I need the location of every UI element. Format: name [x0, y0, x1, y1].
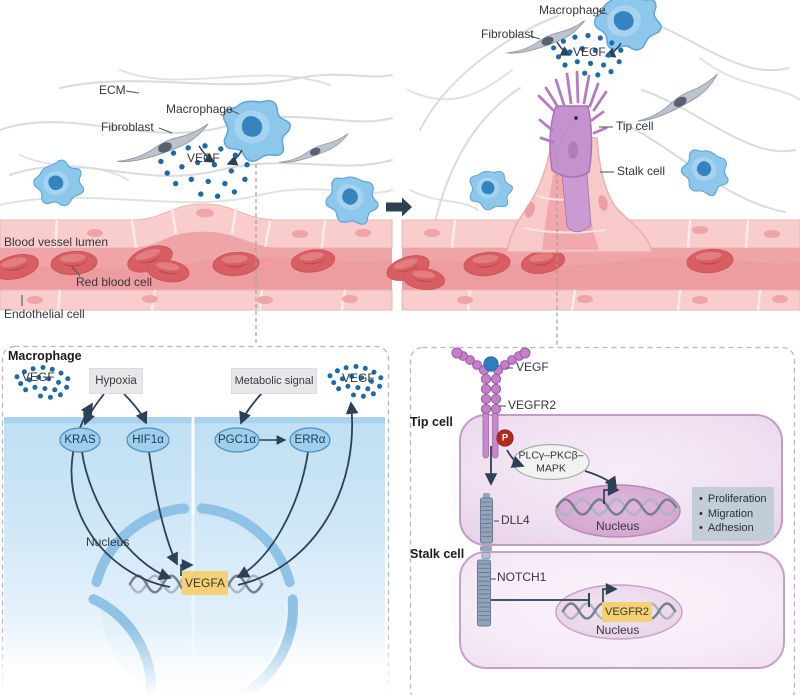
label-leader-lines — [21, 10, 614, 580]
tf-ellipses — [59, 427, 331, 453]
blood-vessel-left — [0, 203, 393, 311]
hif1a-node — [126, 427, 170, 453]
phospho-label: P — [501, 432, 509, 444]
blood-vessel-right — [383, 70, 800, 311]
metabolic-signal-box: Metabolic signal — [231, 368, 317, 394]
fibroblast-label-right: Fibroblast — [481, 27, 534, 41]
tip-cell-header: Tip cell — [410, 415, 453, 429]
vegf-dots-bottom-left — [14, 365, 71, 400]
vegf-dots-left-panel — [158, 143, 250, 199]
outcome-proliferation: •Proliferation — [699, 493, 767, 505]
vegf-label-left: VEGF — [187, 151, 220, 165]
tip-cell-body — [549, 105, 593, 178]
vegf-label-bl-right: VEGF — [342, 371, 375, 385]
vegf-ligand-ball — [483, 356, 499, 372]
vegfa-gene-box: VEGFA — [182, 571, 228, 595]
macrophage-cells — [29, 0, 738, 235]
hypoxia-box: Hypoxia — [89, 368, 143, 394]
erra-node — [289, 427, 331, 453]
vegf-label-bl-left: VEGF — [22, 370, 55, 384]
filopodia — [537, 70, 608, 144]
tip-cell-trunk — [561, 173, 592, 233]
blood-vessel-lumen-label: Blood vessel lumen — [4, 235, 109, 249]
nucleus-label-bl: Nucleus — [86, 535, 130, 549]
notch-connector — [480, 546, 492, 559]
phospho-badge — [496, 429, 514, 447]
stalk-cell-label: Stalk cell — [617, 164, 666, 178]
vegf-dots-right-panel — [551, 32, 624, 78]
fibroblast-label-left: Fibroblast — [101, 120, 154, 134]
red-blood-cell-label: Red blood cell — [76, 275, 153, 289]
panel-transition-arrow — [386, 197, 412, 217]
tip-cell-label: Tip cell — [616, 119, 654, 133]
vessel-sprout — [506, 70, 653, 253]
dll4-receptor — [480, 493, 493, 544]
hif1a-label: HIF1α — [132, 434, 164, 446]
vegf-dots-bottom-right — [327, 364, 384, 399]
outcomes-box: •Proliferation •Migration •Adhesion — [692, 487, 774, 541]
outcome-adhesion: •Adhesion — [699, 522, 754, 534]
ecm-label: ECM — [99, 83, 126, 97]
panel-title-macrophage: Macrophage — [8, 349, 82, 363]
endothelial-cell-label: Endothelial cell — [4, 307, 85, 321]
kinase-cascade-label: PLCγ–PKCβ– MAPK — [518, 449, 584, 475]
vegf-label-right: VEGF — [573, 45, 606, 59]
vegfr2-gene-box: VEGFR2 — [602, 602, 652, 622]
notch1-receptor — [477, 559, 491, 627]
pgc1a-label: PGC1α — [218, 434, 256, 446]
pgc1a-node — [214, 427, 260, 453]
vegf-ligand-label: VEGF — [516, 360, 549, 374]
erra-label: ERRα — [294, 434, 326, 446]
nucleus-label-tip: Nucleus — [596, 519, 640, 533]
macrophage-label-left: Macrophage — [166, 102, 233, 116]
stalk-cell-header: Stalk cell — [410, 547, 465, 561]
nucleus-label-stalk: Nucleus — [596, 623, 640, 637]
vegfr2-receptor — [451, 347, 531, 459]
kras-node — [59, 427, 101, 453]
tip-stalk-arrows — [484, 446, 620, 607]
vegfr2-label: VEGFR2 — [508, 398, 557, 412]
dna-helix — [555, 498, 678, 516]
kras-label: KRAS — [64, 434, 96, 446]
notch1-label: NOTCH1 — [497, 570, 547, 584]
macrophage-signaling-panel — [0, 345, 392, 695]
macrophage-label-right: Macrophage — [539, 3, 606, 17]
dll4-label: DLL4 — [501, 513, 530, 527]
outcome-migration: •Migration — [699, 507, 754, 520]
